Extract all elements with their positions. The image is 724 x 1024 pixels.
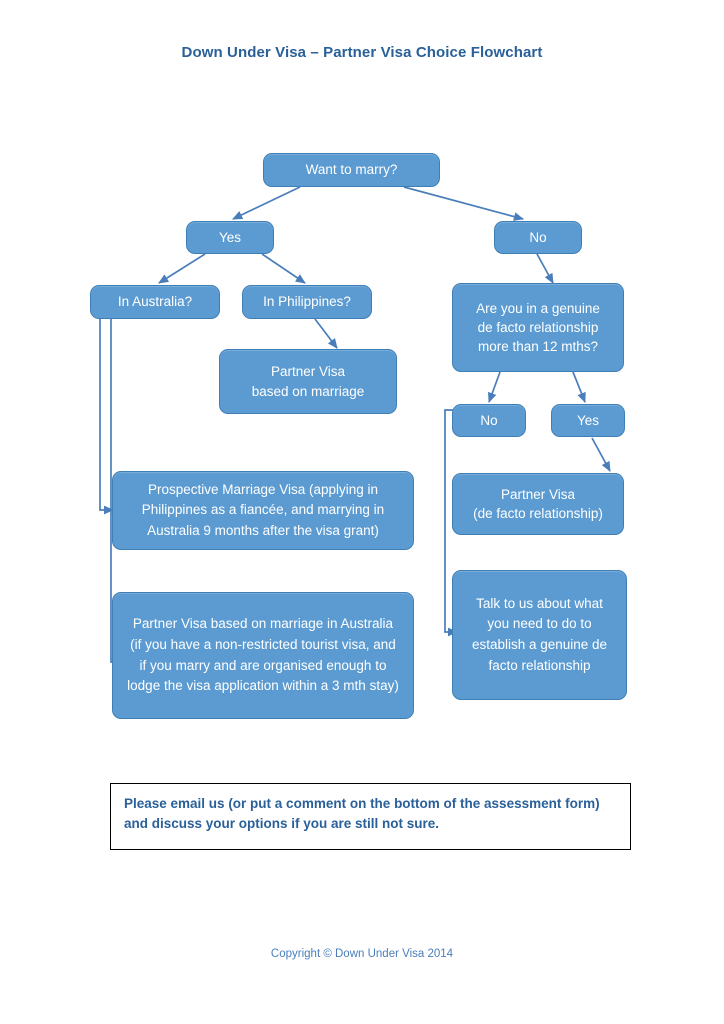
edge-yes-to-in-australia [158,253,206,284]
node-label-line2: based on marriage [251,383,365,399]
node-prospective-marriage-visa[interactable]: Prospective Marriage Visa (applying in P… [112,471,414,550]
node-label-line1: Are you in a genuine [476,300,600,316]
edge-genuine-de-facto-to-no [488,371,501,403]
node-label: In Australia? [117,294,193,310]
edge-defacto-yes-to-partner-visa-defacto [591,437,611,472]
node-label-line2: (de facto relationship) [473,506,603,521]
node-label-line2: de facto relationship [477,319,599,335]
node-in-philippines[interactable]: In Philippines? [242,285,372,319]
edge-in-australia-to-prospective-marriage-visa [99,319,115,515]
edge-want-to-marry-to-no [403,186,524,221]
node-marry-yes[interactable]: Yes [186,221,274,254]
node-label: Want to marry? [305,162,398,178]
node-partner-visa-australia[interactable]: Partner Visa based on marriage in Austra… [112,592,414,719]
node-label: No [529,229,547,245]
copyright-footer: Copyright © Down Under Visa 2014 [270,948,454,960]
node-label: No [480,412,498,428]
node-genuine-de-facto[interactable]: Are you in a genuine de facto relationsh… [452,283,624,372]
node-label-line3: more than 12 mths? [477,339,599,355]
node-partner-visa-marriage[interactable]: Partner Visa based on marriage [219,349,397,414]
node-label: Partner Visa based on marriage in Austra… [127,616,399,694]
node-defacto-no[interactable]: No [452,404,526,437]
callout-text: Please email us (or put a comment on the… [124,796,600,832]
callout-box: Please email us (or put a comment on the… [110,783,631,850]
node-label-line1: Partner Visa [270,364,346,380]
node-label: Yes [218,229,242,245]
node-talk-to-us[interactable]: Talk to us about what you need to do to … [452,570,627,700]
edge-defacto-no-to-talk-to-us [444,409,459,637]
edge-yes-to-in-philippines [261,253,306,284]
node-label: Prospective Marriage Visa (applying in P… [141,481,385,538]
edge-genuine-de-facto-to-yes [572,371,586,403]
node-defacto-yes[interactable]: Yes [551,404,625,437]
node-label: Talk to us about what you need to do to … [471,595,608,673]
edge-in-philippines-to-partner-visa-marriage [314,318,338,349]
page-title: Down Under Visa – Partner Visa Choice Fl… [181,44,543,61]
node-want-to-marry[interactable]: Want to marry? [263,153,440,187]
edge-no-to-genuine-de-facto [536,253,554,284]
node-label: Yes [576,412,600,428]
node-partner-visa-defacto[interactable]: Partner Visa (de facto relationship) [452,473,624,535]
node-marry-no[interactable]: No [494,221,582,254]
edge-want-to-marry-to-yes [232,186,301,220]
node-label: In Philippines? [263,294,351,310]
node-in-australia[interactable]: In Australia? [90,285,220,319]
node-label-line1: Partner Visa [500,486,576,502]
